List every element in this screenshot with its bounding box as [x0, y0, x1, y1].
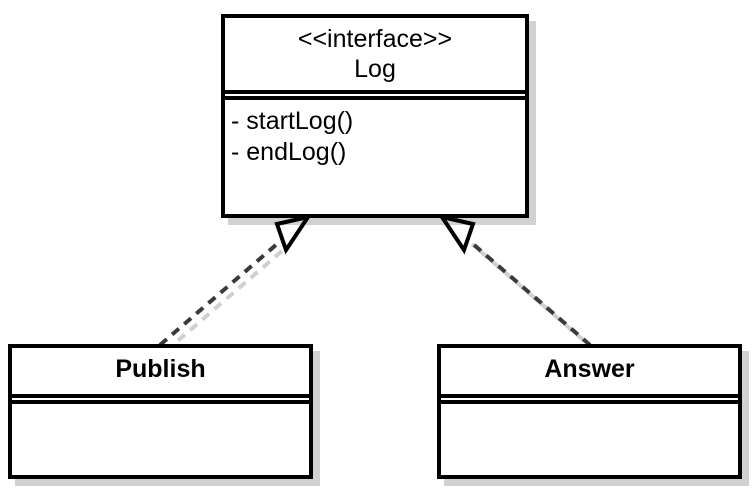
class-member: - startLog() [231, 107, 354, 135]
compartment-divider-log [225, 90, 525, 100]
class-box-answer[interactable]: Answer [437, 344, 742, 479]
class-members-publish [12, 404, 309, 482]
class-box-log[interactable]: <<interface>> Log - startLog() - endLog(… [221, 14, 529, 218]
compartment-divider-answer [441, 393, 738, 404]
hollow-triangle-arrowhead-publish [274, 213, 313, 255]
class-stereotype-log: <<interface>> [297, 25, 453, 53]
hollow-triangle-arrowhead-answer [437, 213, 476, 255]
compartment-divider-publish [12, 393, 309, 404]
connector-shadow-group [164, 242, 598, 353]
class-box-publish[interactable]: Publish [8, 344, 313, 479]
class-header-publish: Publish [12, 348, 309, 394]
realization-publish-to-log [158, 213, 313, 347]
class-header-log: <<interface>> Log [225, 18, 525, 90]
class-member: - endLog() [231, 137, 347, 166]
class-members-log: - startLog() - endLog() [225, 100, 525, 171]
class-header-answer: Answer [441, 348, 738, 394]
class-name-log: Log [354, 54, 396, 83]
realization-line-answer [464, 236, 592, 347]
class-members-answer [441, 404, 738, 482]
class-name-answer: Answer [544, 355, 635, 383]
class-name-publish: Publish [115, 355, 206, 383]
realization-line-publish [158, 236, 286, 347]
realization-answer-to-log [437, 213, 592, 347]
